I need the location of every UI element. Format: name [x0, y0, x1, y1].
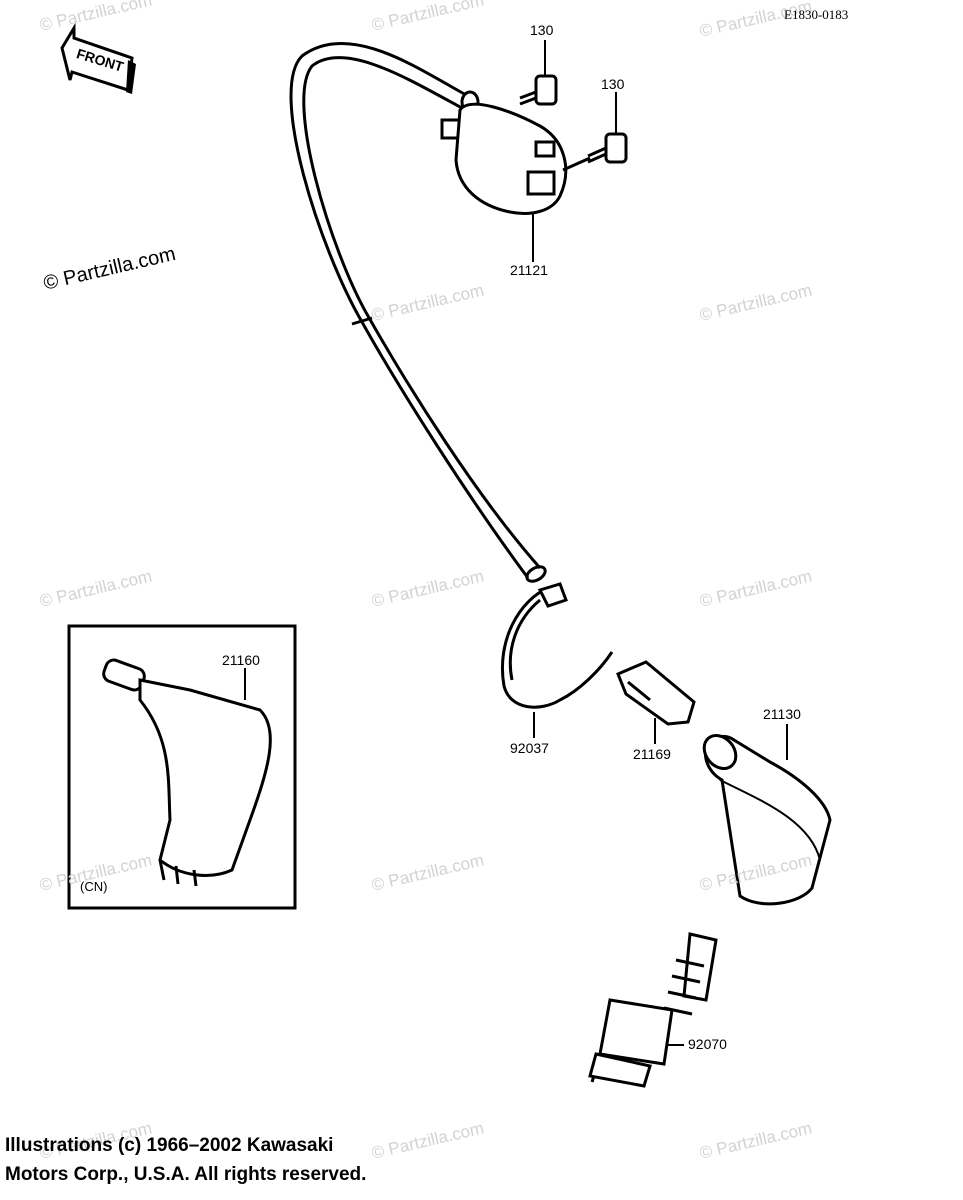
spark-plug-icon: [588, 932, 718, 1088]
diagram-code: E1830-0183: [784, 7, 849, 22]
inset-box: [67, 624, 297, 910]
plug-cap-icon: [702, 734, 832, 906]
screw-upper-icon: [519, 74, 558, 106]
clamp-icon: [501, 582, 614, 709]
part-number-screw-upper[interactable]: 130: [530, 22, 554, 38]
part-number-cap-cn[interactable]: 21160: [222, 652, 260, 668]
part-number-spark-plug[interactable]: 92070: [688, 1036, 727, 1052]
clip-icon: [616, 660, 696, 726]
screw-lower-icon: [587, 132, 628, 164]
front-arrow-icon: [60, 22, 136, 94]
part-number-screw-lower[interactable]: 130: [601, 76, 625, 92]
copyright-line-2: Motors Corp., U.S.A. All rights reserved…: [5, 1164, 367, 1185]
part-number-clamp[interactable]: 92037: [510, 740, 549, 756]
ignition-coil-icon: [440, 90, 591, 215]
part-number-clip[interactable]: 21169: [633, 746, 671, 762]
ht-lead-icon: [289, 41, 547, 583]
part-number-ignition-coil[interactable]: 21121: [510, 262, 548, 278]
cap-cn-icon: [102, 658, 272, 887]
part-number-plug-cap[interactable]: 21130: [763, 706, 801, 722]
copyright-line-1: Illustrations (c) 1966–2002 Kawasaki: [5, 1135, 334, 1156]
inset-variant-label: (CN): [80, 879, 108, 894]
copyright-notice: Illustrations (c) 1966–2002 Kawasaki Mot…: [5, 1131, 366, 1189]
